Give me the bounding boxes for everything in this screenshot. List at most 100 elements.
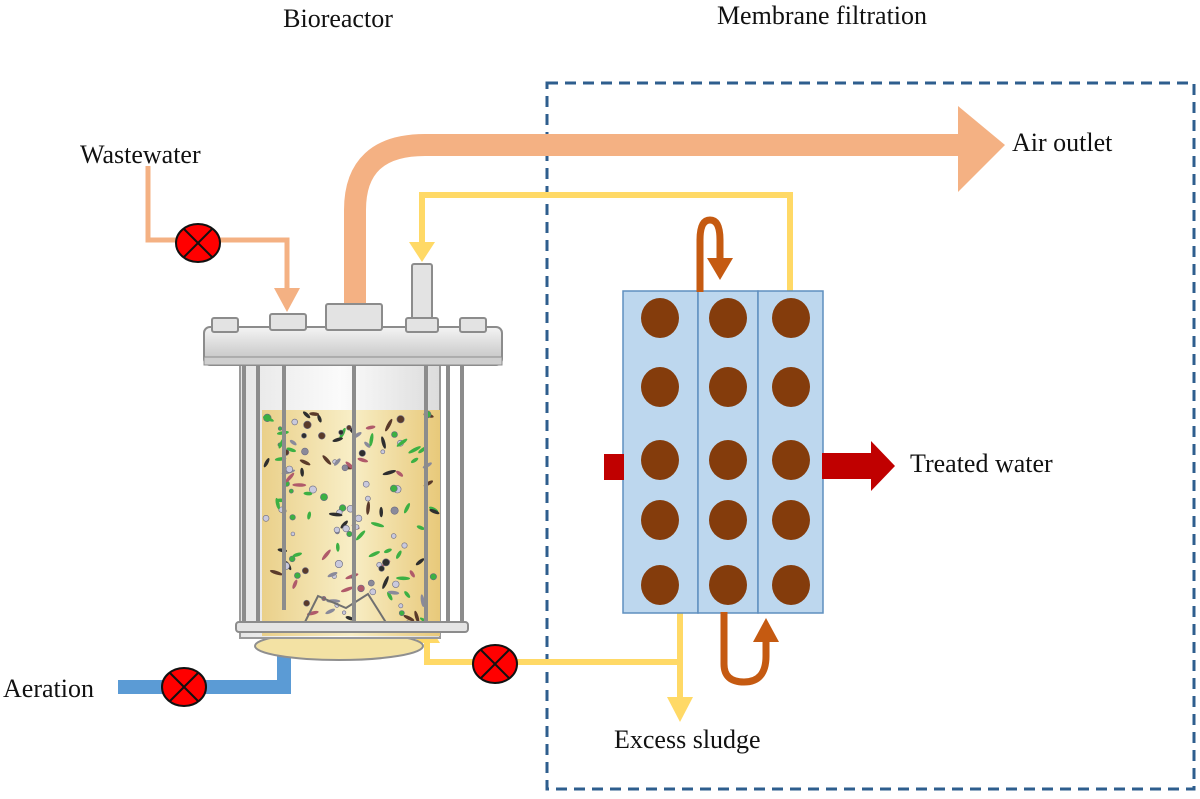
- microorganism: [391, 533, 397, 539]
- microorganism: [383, 548, 392, 554]
- microorganism: [345, 461, 355, 470]
- microorganism: [307, 511, 312, 520]
- microorganism: [286, 447, 296, 453]
- microorganism: [379, 506, 384, 518]
- membrane-fiber-dot: [641, 440, 679, 480]
- microorganism: [364, 441, 371, 448]
- microorganism: [404, 591, 411, 598]
- treated-water-flow: [604, 441, 895, 491]
- microorganism: [303, 491, 313, 496]
- microorganism: [396, 415, 405, 424]
- microorganism: [416, 525, 425, 530]
- membrane-top-return-arrow: [696, 216, 733, 292]
- membrane-fiber-dot: [709, 367, 747, 407]
- microorganism: [302, 411, 311, 419]
- microorganism: [332, 437, 343, 443]
- microorganism: [391, 431, 398, 438]
- microorganism: [346, 530, 353, 537]
- aeration-valve: [161, 667, 207, 707]
- microorganism: [288, 488, 294, 494]
- microorganism: [396, 438, 408, 447]
- membrane-filtration-title: Membrane filtration: [717, 1, 927, 30]
- microorganism: [262, 416, 274, 422]
- microorganism: [340, 520, 348, 529]
- microorganism: [414, 610, 420, 624]
- air-outlet-pipe: [344, 106, 1005, 305]
- microorganism: [429, 508, 440, 515]
- excess-sludge-line: [667, 660, 693, 722]
- microorganism: [345, 616, 354, 621]
- microorganism: [392, 580, 400, 588]
- microorganism: [381, 436, 386, 449]
- wastewater-label: Wastewater: [80, 140, 201, 169]
- microorganism: [369, 588, 377, 596]
- microorganism: [346, 425, 352, 431]
- bioreactor-liquid: [262, 410, 440, 636]
- bioreactor-vessel: [203, 263, 503, 661]
- microorganism: [387, 590, 400, 595]
- membrane-fiber-dot: [641, 565, 679, 605]
- microorganism: [301, 567, 309, 575]
- membrane-fiber-dot: [772, 500, 810, 540]
- sparger: [299, 592, 393, 633]
- aeration-label: Aeration: [3, 674, 94, 703]
- microorganism: [415, 558, 425, 566]
- microorganism: [370, 522, 385, 528]
- microorganism: [357, 584, 365, 593]
- microorganism: [365, 425, 376, 430]
- membrane-fiber-dot: [772, 565, 810, 605]
- microorganism: [317, 414, 322, 423]
- microorganism: [358, 449, 366, 457]
- sludge-return-valve: [472, 644, 518, 684]
- microorganism: [334, 559, 343, 568]
- microorganism: [318, 432, 326, 440]
- membrane-bottom-return-arrow: [720, 612, 779, 686]
- microorganism: [369, 433, 374, 447]
- microorganism: [285, 472, 295, 483]
- excess-sludge-arrowhead: [667, 697, 693, 722]
- membrane-boundary: [545, 81, 1196, 791]
- microorganism: [328, 512, 343, 517]
- microorganism: [303, 420, 312, 430]
- membrane-fiber-dot: [641, 298, 679, 338]
- treated-water-label: Treated water: [910, 449, 1053, 478]
- microorganism: [355, 530, 366, 541]
- recycle-inlet-port: [411, 263, 433, 323]
- microorganism: [378, 565, 385, 572]
- microorganism: [385, 418, 393, 432]
- microorganism: [342, 524, 350, 533]
- microorganism: [357, 457, 369, 463]
- bioreactor-bottom-ring: [235, 621, 469, 633]
- microorganism: [294, 572, 301, 579]
- microorganism: [338, 429, 344, 436]
- wastewater-arrowhead: [274, 288, 300, 312]
- microorganism: [396, 470, 404, 477]
- microorganism: [262, 514, 270, 522]
- microorganism: [341, 464, 349, 472]
- microorganism: [390, 506, 399, 515]
- membrane-fiber-dot: [709, 298, 747, 338]
- microorganism: [395, 550, 402, 559]
- microorganism: [301, 432, 307, 439]
- microorganism: [289, 439, 297, 446]
- microorganism: [408, 446, 421, 454]
- membrane-fiber-dot: [709, 500, 747, 540]
- microorganism: [300, 467, 304, 477]
- membrane-fiber-dot: [772, 367, 810, 407]
- air-outlet-label: Air outlet: [1012, 128, 1113, 157]
- membrane-fiber-dot: [709, 565, 747, 605]
- microorganism: [290, 531, 296, 537]
- membrane-fibers: [641, 298, 810, 605]
- membrane-fiber-dot: [772, 298, 810, 338]
- microorganism: [292, 483, 307, 487]
- microorganism: [292, 579, 298, 589]
- microorganism: [285, 465, 294, 473]
- microorganism: [333, 458, 341, 466]
- microorganism: [366, 501, 370, 515]
- bioreactor-rods: [242, 362, 464, 632]
- microorganism: [368, 551, 380, 558]
- microorganism: [420, 594, 425, 608]
- microorganism: [303, 599, 310, 607]
